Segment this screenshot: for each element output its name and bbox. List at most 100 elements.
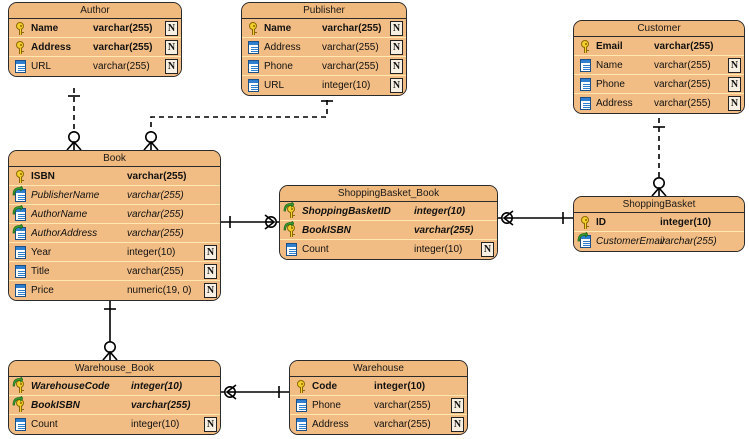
column-name: ISBN: [31, 170, 55, 182]
nullable-badge: N: [204, 245, 217, 260]
relationship-customer-shoppingbasket[interactable]: [651, 118, 667, 197]
column-icon-slot: [577, 75, 593, 94]
nullable-badge: N: [390, 59, 403, 74]
column-icon: [15, 418, 26, 431]
column-type: varchar(255): [322, 41, 379, 53]
column-icon-slot: [577, 56, 593, 75]
column-name: Year: [31, 246, 52, 258]
relationship-book-warehouse-book[interactable]: [102, 300, 118, 361]
column-icon-slot: [577, 94, 593, 113]
relationship-author-book[interactable]: [66, 88, 82, 151]
column-type: integer(10): [414, 244, 463, 255]
column-icon: [248, 79, 259, 92]
column-name: Title: [31, 265, 50, 277]
column-type: varchar(255): [322, 22, 382, 34]
column-name: Address: [264, 41, 301, 53]
column-name: AuthorName: [31, 208, 88, 220]
column-name: Price: [31, 285, 54, 296]
nullable-badge: N: [165, 21, 178, 36]
relationship-warehouse-warehouse-book[interactable]: [221, 384, 289, 400]
column-type: varchar(255): [654, 78, 711, 90]
nullable-badge: N: [728, 58, 741, 73]
column-type: varchar(255): [322, 60, 379, 72]
primary-foreign-key-icon-slot: [283, 220, 299, 240]
relationship-publisher-book[interactable]: [143, 91, 333, 151]
column-icon: [15, 60, 26, 73]
key-icon: [16, 21, 24, 35]
column-type: varchar(255): [131, 399, 191, 411]
column-type: varchar(255): [660, 236, 717, 247]
column-name: CustomerEmail: [596, 236, 665, 247]
column-icon: [248, 40, 259, 54]
column-type: integer(10): [414, 205, 466, 217]
relationship-book-shoppingbasket-book[interactable]: [221, 214, 279, 230]
entity-title-warehouse_book: Warehouse_Book: [9, 361, 220, 377]
column-row[interactable]: Phone varchar(255) N: [242, 57, 406, 76]
foreign-key-column-icon-slot: [12, 185, 28, 205]
column-type: varchar(255): [93, 61, 150, 72]
foreign-key-arrow-icon: [283, 220, 294, 230]
key-icon: [16, 40, 24, 54]
foreign-key-column-icon-slot: [12, 204, 28, 224]
column-name: URL: [31, 61, 52, 72]
column-name: BookISBN: [302, 224, 351, 236]
column-type: numeric(19, 0): [127, 285, 192, 296]
key-icon-slot: [12, 38, 28, 57]
foreign-key-arrow-icon: [12, 185, 23, 195]
key-icon-slot: [245, 19, 261, 38]
key-icon-slot: [293, 377, 309, 396]
key-icon-slot: [12, 19, 28, 38]
column-icon-slot: [245, 57, 261, 76]
relationship-shoppingbasket-shoppingbasket-book[interactable]: [498, 210, 573, 226]
column-icon-slot: [12, 415, 28, 434]
column-name: PublisherName: [31, 189, 100, 201]
primary-foreign-key-icon-slot: [12, 395, 28, 415]
entity-title-warehouse: Warehouse: [290, 361, 467, 377]
foreign-key-arrow-icon: [12, 223, 23, 233]
column-name: Phone: [264, 60, 293, 72]
column-type: varchar(255): [93, 41, 153, 53]
foreign-key-arrow-icon: [12, 395, 23, 405]
nullable-badge: N: [204, 417, 217, 432]
